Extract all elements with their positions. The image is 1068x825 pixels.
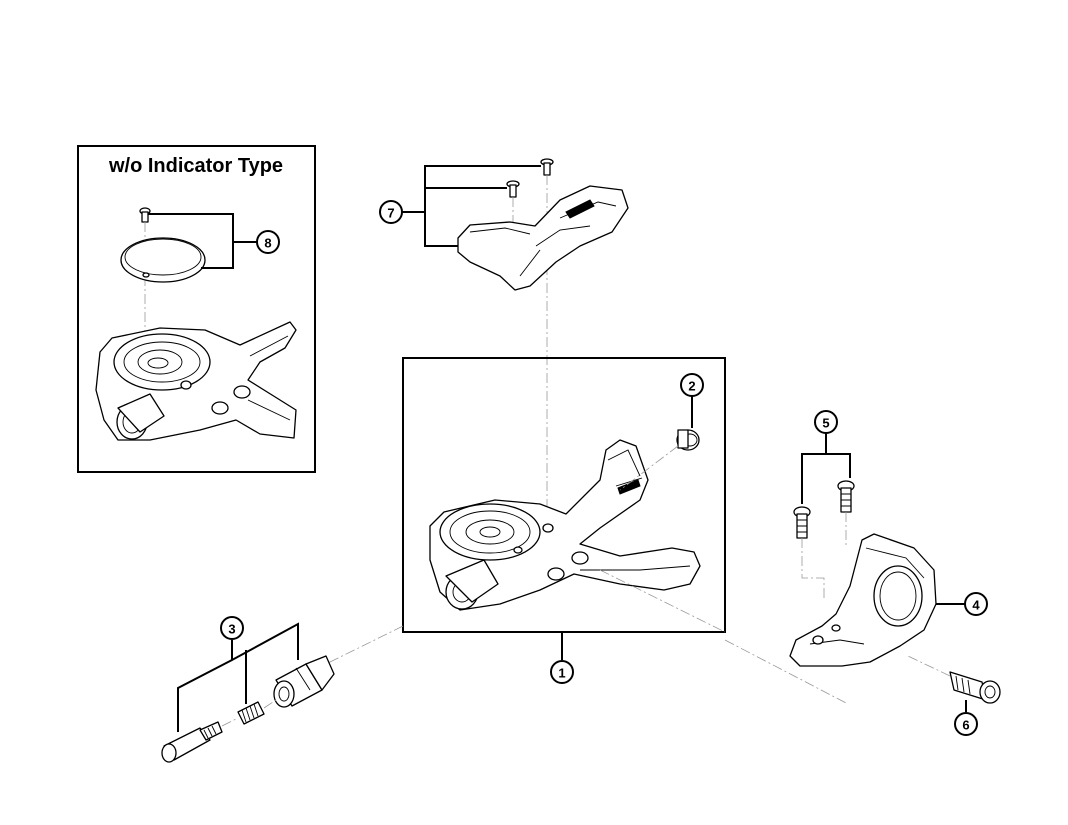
part-2-cap [676, 429, 700, 451]
part-3-adjuster-set [161, 622, 335, 763]
part-6-bolt [907, 655, 1001, 712]
callout-7-label: 7 [387, 206, 394, 221]
callout-8-label: 8 [264, 236, 271, 251]
callout-1: 1 [550, 660, 574, 684]
callout-4: 4 [964, 592, 988, 616]
callout-6: 6 [954, 712, 978, 736]
inset-screw [139, 207, 151, 223]
screw-7a [540, 158, 554, 176]
callout-5: 5 [814, 410, 838, 434]
inset-shifter-body [95, 321, 297, 441]
inset-title: w/o Indicator Type [108, 155, 283, 177]
cover-plate [120, 237, 206, 283]
adjuster-spring [237, 701, 265, 725]
screw-5a [793, 506, 811, 539]
inset-without-indicator: w/o Indicator Type [77, 145, 316, 473]
screw-7b [506, 180, 520, 198]
callout-3: 3 [220, 616, 244, 640]
part-7-top-cover [402, 158, 629, 510]
part-5-screws [793, 432, 855, 600]
callout-2: 2 [680, 373, 704, 397]
inset-frame [77, 145, 316, 473]
callout-3-label: 3 [228, 622, 235, 637]
callout-5-label: 5 [822, 416, 829, 431]
part-4-clamp [789, 533, 966, 667]
screw-5b [837, 480, 855, 513]
callout-2-label: 2 [688, 379, 695, 394]
callout-7: 7 [379, 200, 403, 224]
adjuster-bolt [161, 721, 223, 763]
callout-1-label: 1 [558, 666, 565, 681]
callout-6-label: 6 [962, 718, 969, 733]
part-1-shifter-body [429, 439, 701, 611]
main-assembly-frame [402, 357, 726, 633]
callout-8: 8 [256, 230, 280, 254]
adjuster-barrel [273, 655, 335, 708]
callout-4-label: 4 [972, 598, 980, 613]
